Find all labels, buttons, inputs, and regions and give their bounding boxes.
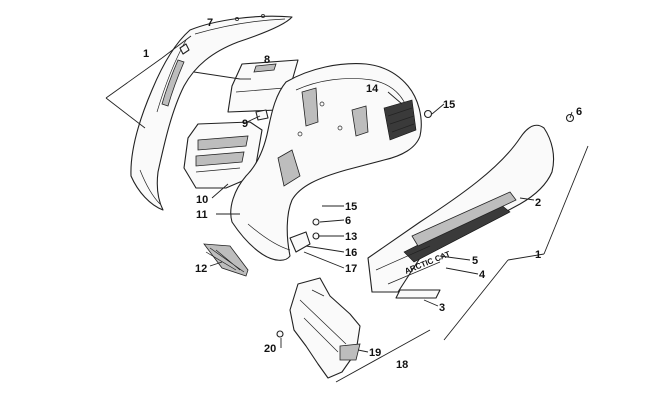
callout-2: 2 xyxy=(535,197,541,209)
callout-6-top: 6 xyxy=(576,106,582,118)
callout-19: 19 xyxy=(369,347,381,359)
lower-bracket-part xyxy=(289,277,361,379)
callout-13: 13 xyxy=(345,231,357,243)
hood-assembly-part xyxy=(230,63,422,261)
callout-14: 14 xyxy=(366,83,379,95)
mesh-grille-part xyxy=(203,243,249,277)
leader-lines xyxy=(105,35,589,383)
callout-5: 5 xyxy=(472,255,478,267)
callout-9: 9 xyxy=(242,118,248,130)
left-side-panel-part xyxy=(130,14,293,211)
clip-part xyxy=(255,109,269,121)
callout-12: 12 xyxy=(195,263,207,275)
callout-1-left: 1 xyxy=(143,48,149,60)
callout-16: 16 xyxy=(345,247,357,259)
callout-labels: 1 7 8 9 10 11 12 14 15 6 2 1 15 6 13 16 … xyxy=(143,17,582,371)
callout-10: 10 xyxy=(196,194,208,206)
callout-20: 20 xyxy=(264,343,276,355)
callout-3: 3 xyxy=(439,302,445,314)
callout-6-mid: 6 xyxy=(345,215,351,227)
callout-17: 17 xyxy=(345,263,357,275)
callout-15-top: 15 xyxy=(443,99,455,111)
callout-1-right: 1 xyxy=(535,249,541,261)
callout-8: 8 xyxy=(264,54,270,66)
callout-11: 11 xyxy=(196,209,208,221)
callout-15-mid: 15 xyxy=(345,201,357,213)
vent-cover-part xyxy=(183,121,263,189)
callout-7: 7 xyxy=(207,17,213,29)
right-side-panel-part: ARCTIC CAT xyxy=(367,124,555,299)
callout-4: 4 xyxy=(479,269,486,281)
callout-18: 18 xyxy=(396,359,408,371)
